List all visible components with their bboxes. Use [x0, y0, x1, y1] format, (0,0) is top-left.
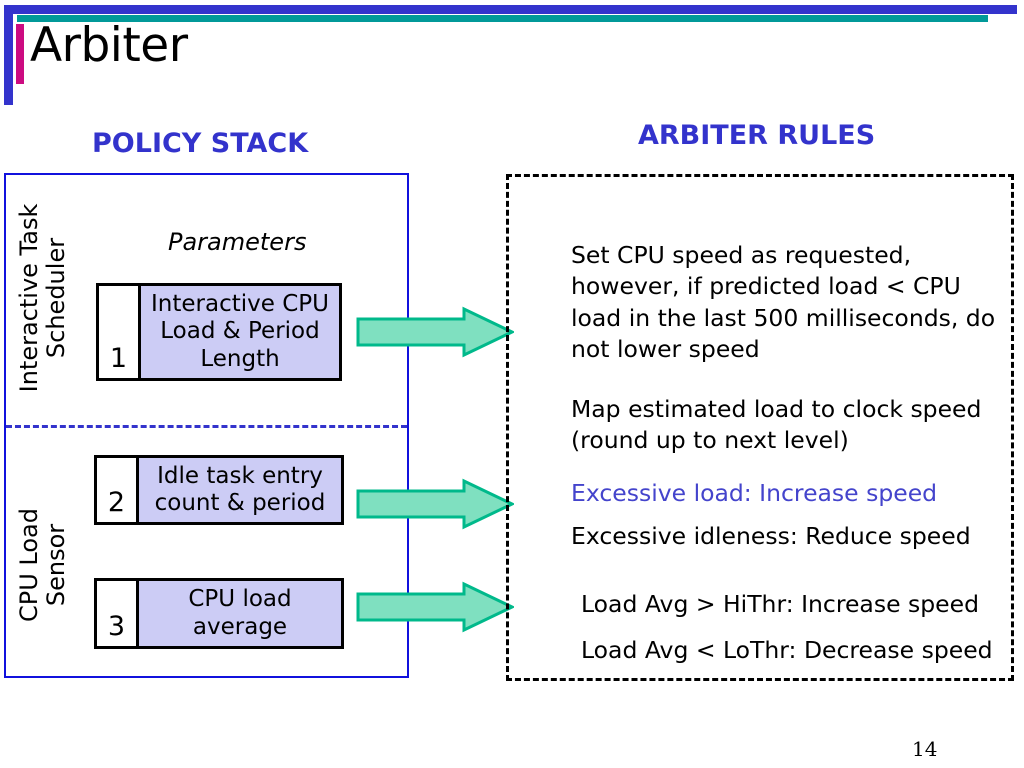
page-number: 14 — [912, 737, 938, 761]
arbiter-rule-item: Load Avg > HiThr: Increase speed — [581, 590, 979, 618]
arbiter-rule-item: Excessive load: Increase speed — [571, 479, 938, 507]
arbiter-rule-item: Map estimated load to clock speed (round… — [571, 395, 982, 455]
parameter-text: CPU load average — [139, 581, 341, 646]
policy-stack-heading: POLICY STACK — [92, 128, 309, 159]
arbiter-rule-item: Load Avg < LoThr: Decrease speed — [581, 636, 993, 664]
header-magenta-bar — [16, 24, 24, 84]
parameter-text: Idle task entry count & period — [139, 458, 341, 522]
flow-arrow-icon — [356, 581, 514, 633]
header-teal-bar — [17, 15, 988, 22]
arbiter-rules-panel — [506, 174, 1014, 681]
policy-stack-panel — [4, 173, 409, 678]
parameters-label: Parameters — [168, 228, 307, 256]
parameter-number: 1 — [99, 286, 141, 378]
header-blue-top-bar — [4, 5, 1017, 14]
policy-stack-divider — [6, 425, 407, 428]
group-label-interactive-task-scheduler: Interactive Task Scheduler — [15, 203, 70, 393]
page-title: Arbiter — [30, 18, 188, 73]
header-blue-left-bar — [4, 5, 13, 105]
parameter-row[interactable]: 2 Idle task entry count & period — [94, 455, 344, 525]
arbiter-rule-item: Set CPU speed as requested, however, if … — [571, 241, 996, 363]
flow-arrow-icon — [356, 306, 514, 358]
parameter-row[interactable]: 3 CPU load average — [94, 578, 344, 649]
arbiter-rule-item: Excessive idleness: Reduce speed — [571, 522, 971, 550]
parameter-row[interactable]: 1 Interactive CPU Load & Period Length — [96, 283, 342, 381]
arbiter-rules-heading: ARBITER RULES — [638, 120, 876, 151]
flow-arrow-icon — [356, 478, 514, 530]
parameter-number: 3 — [97, 581, 139, 646]
parameter-number: 2 — [97, 458, 139, 522]
group-label-cpu-load-sensor: CPU Load Sensor — [15, 508, 70, 622]
parameter-text: Interactive CPU Load & Period Length — [141, 286, 339, 378]
